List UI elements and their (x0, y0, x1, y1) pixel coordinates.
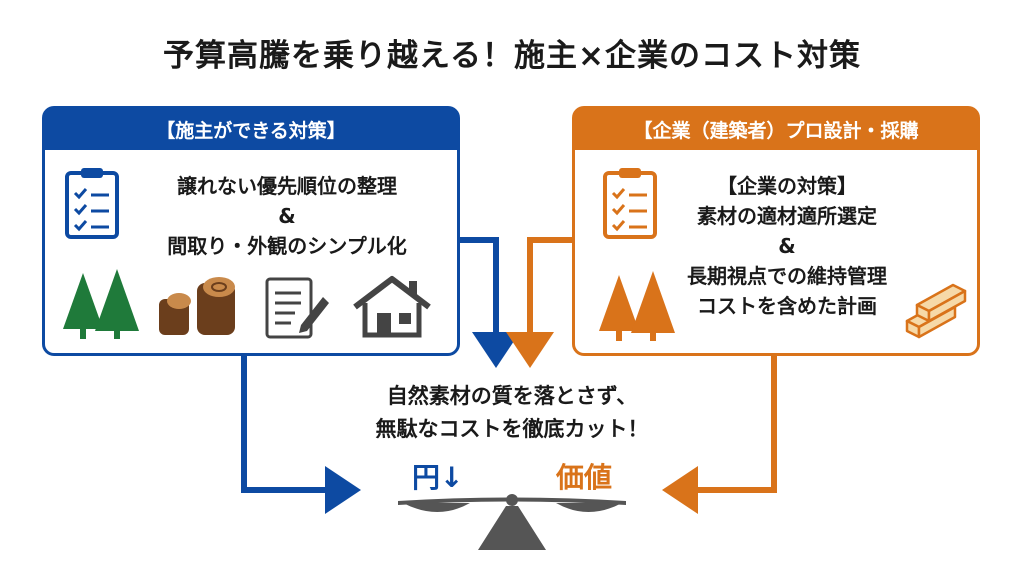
center-message: 自然素材の質を落とさず、 無駄なコストを徹底カット！ (300, 380, 724, 446)
balance-scale-icon (398, 494, 626, 550)
company-subheader: 【企業の対策】 (717, 174, 857, 198)
company-panel-header: 【企業（建築者）プロ設計・採購 (574, 108, 978, 150)
orange-arrow-to-center (506, 237, 572, 368)
value-label: 価値 (556, 461, 613, 494)
homeowner-panel: 【施主ができる対策】 譲れない優先順位の整理 & 間取り・外観のシンプル化 (42, 106, 460, 356)
house-icon (353, 276, 431, 338)
clipboard-checklist-icon (603, 168, 657, 239)
lumber-stack-icon (905, 283, 967, 339)
pine-trees-icon (599, 271, 675, 341)
pine-trees-icon (63, 269, 139, 339)
homeowner-panel-header: 【施主ができる対策】 (44, 108, 458, 150)
company-line-1: 素材の適材適所選定 (697, 204, 877, 228)
blue-arrow-to-scale (241, 356, 361, 514)
logs-icon (159, 277, 235, 335)
homeowner-line-2: 間取り・外観のシンプル化 (167, 234, 407, 258)
company-panel: 【企業（建築者）プロ設計・採購 【企業の対策】 素材の適材適所選定 & 長期視点… (572, 106, 980, 356)
notebook-pen-icon (265, 277, 329, 339)
company-line-2: 長期視点での維持管理 (687, 264, 887, 288)
center-line-2: 無駄なコストを徹底カット！ (375, 417, 649, 441)
clipboard-checklist-icon (65, 168, 119, 239)
blue-arrow-to-center (460, 237, 520, 368)
orange-arrow-to-scale (662, 356, 777, 514)
center-line-1: 自然素材の質を落とさず、 (386, 384, 638, 408)
company-line-3: コストを含めた計画 (697, 294, 877, 318)
homeowner-line-1: 譲れない優先順位の整理 (177, 174, 397, 198)
ampersand: & (278, 204, 296, 228)
page-title: 予算高騰を乗り越える！施主×企業のコスト対策 (162, 38, 862, 74)
ampersand: & (778, 234, 796, 258)
yen-down-label: 円↓ (412, 461, 464, 494)
